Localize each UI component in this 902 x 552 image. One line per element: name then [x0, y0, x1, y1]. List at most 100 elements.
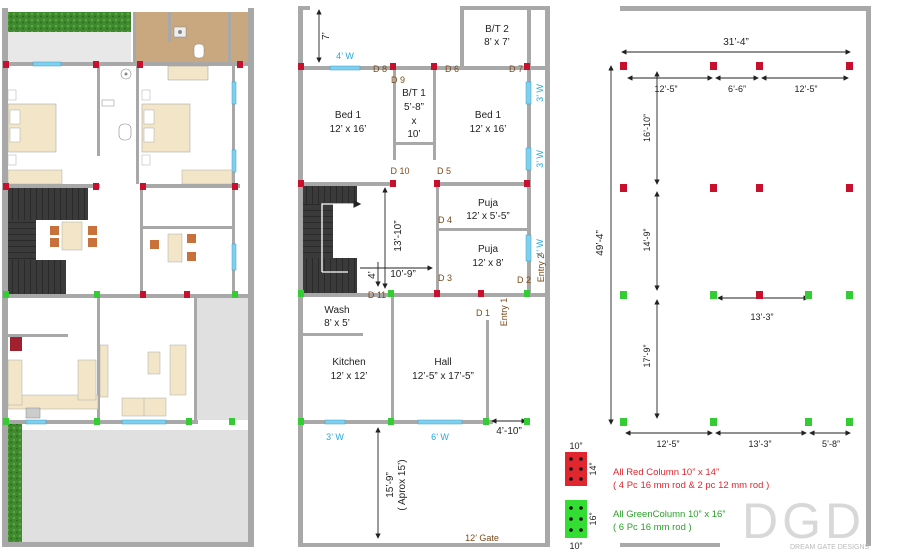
column-red	[846, 62, 853, 70]
dim-top-gap: 7’	[321, 32, 332, 40]
room-wash-size: 8’ x 5’	[324, 318, 350, 329]
room-bt1-size2: 10’	[407, 129, 420, 140]
room-bt1-name: B/T 1	[402, 88, 426, 99]
plan-furnished	[2, 8, 254, 547]
dim-vertical-2: 14’-9”	[642, 228, 652, 251]
watermark-letters: DGD	[742, 493, 865, 549]
dim-vertical-3: 17’-9”	[642, 344, 652, 367]
dim-entry-gap: 4’-10”	[496, 426, 522, 437]
door-d4: D 4	[438, 215, 452, 225]
column-green	[805, 418, 812, 426]
column-red	[620, 62, 627, 70]
column-green	[620, 418, 627, 426]
column-green	[805, 291, 812, 299]
room-bed-left-name: Bed 1	[335, 110, 362, 121]
room-bed-left-size: 12’ x 16’	[330, 124, 367, 135]
dim-vertical-1: 16’-10”	[642, 114, 652, 142]
legend-red-swatch	[565, 452, 587, 486]
dim-stair-vertical: 13’-10”	[393, 220, 404, 251]
lawn-top	[8, 12, 131, 32]
outer-wall-left	[2, 8, 8, 546]
column-green	[710, 418, 717, 426]
dim-bottom-c: 5’-8”	[822, 439, 840, 449]
dim-top-a: 12’-5”	[654, 84, 677, 94]
entry-2-label: Entry 2	[536, 254, 546, 283]
legend-green-line-1: All GreenColumn 10” x 16”	[613, 509, 725, 520]
column-red	[756, 291, 763, 299]
room-puja2-size: 12’ x 8’	[472, 258, 503, 269]
staircase	[8, 188, 88, 220]
bathroom-floor	[133, 12, 251, 62]
dim-bottom-b: 13’-3”	[748, 439, 771, 449]
room-bed-right-name: Bed 1	[475, 110, 502, 121]
room-puja1-name: Puja	[478, 198, 498, 209]
dim-total-width: 31’-4”	[723, 37, 749, 48]
column-red	[620, 184, 627, 192]
dim-stair-small: 4’	[367, 271, 378, 279]
room-bt1-x: x	[412, 116, 417, 127]
legend-green-depth: 16”	[588, 512, 598, 525]
room-puja2-name: Puja	[478, 244, 498, 255]
legend-green-line-2: ( 6 Pc 16 mm rod )	[613, 522, 692, 533]
dim-bottom-a: 12’-5”	[656, 439, 679, 449]
legend-red-depth: 14”	[588, 462, 598, 475]
front-yard	[22, 430, 248, 542]
gate-label: 12’ Gate	[465, 533, 499, 543]
window-bottom-mid-label: 6’ W	[431, 432, 449, 442]
column-green	[846, 418, 853, 426]
door-d8: D 8	[373, 64, 387, 74]
column-red	[756, 184, 763, 192]
door-d1: D 1	[476, 308, 490, 318]
column-plan: 31’-4” 12’-5” 6’-6” 12’-5” 49’-4” 16’-10…	[595, 6, 871, 547]
dim-top-b: 6’-6”	[728, 84, 746, 94]
column-red	[710, 62, 717, 70]
room-wash-name: Wash	[324, 305, 349, 316]
window-right3-label: 4’ W	[535, 239, 545, 257]
window-top-label: 4’ W	[336, 51, 354, 61]
room-hall-name: Hall	[434, 357, 451, 368]
column-green	[620, 291, 627, 299]
dim-middle: 13’-3”	[750, 312, 773, 322]
legend-red-line-2: ( 4 Pc 16 mm rod & 2 pc 12 mm rod )	[613, 480, 769, 491]
legend-red-line-1: All Red Column 10” x 14”	[613, 467, 719, 478]
outer-wall-right	[248, 8, 254, 546]
legend-green-width: 10”	[569, 541, 582, 551]
column-legend: 10” 14” All Red Column 10” x 14” ( 4 Pc …	[565, 441, 769, 551]
room-kitchen-size: 12’ x 12’	[331, 371, 368, 382]
door-d10: D 10	[390, 166, 409, 176]
room-kitchen-name: Kitchen	[332, 357, 365, 368]
column-green	[846, 291, 853, 299]
legend-green-swatch	[565, 500, 587, 538]
door-d9: D 9	[391, 75, 405, 85]
door-d11: D 11	[368, 290, 386, 300]
column-red	[756, 62, 763, 70]
watermark-text: DREAM GATE DESIGNS	[790, 544, 870, 551]
plan-labelled: B/T 2 8’ x 7’ Bed 1 12’ x 16’ B/T 1 5’-8…	[298, 6, 550, 547]
legend-red-width: 10”	[569, 441, 582, 451]
watermark-logo: DGD DREAM GATE DESIGNS	[742, 493, 870, 551]
window-right1-label: 3’ W	[535, 84, 545, 102]
column-green	[710, 291, 717, 299]
door-d2: D 2	[517, 275, 531, 285]
room-bt2-size: 8’ x 7’	[484, 37, 510, 48]
room-hall-size: 12’-5” x 17’-5”	[412, 371, 474, 382]
door-d7: D 7	[509, 64, 523, 74]
dim-front-note: ( Aprox 15’)	[397, 459, 408, 510]
room-bt2-name: B/T 2	[485, 24, 509, 35]
dim-stair-horizontal: 10’-9”	[390, 269, 416, 280]
door-d5: D 5	[437, 166, 451, 176]
column-red	[710, 184, 717, 192]
stair-up-label: UP	[365, 201, 379, 212]
bed-right	[141, 103, 191, 153]
dim-total-height: 49’-4”	[595, 230, 606, 256]
door-d3: D 3	[438, 273, 452, 283]
column-red	[846, 184, 853, 192]
lawn-side	[8, 420, 22, 542]
dim-top-c: 12’-5”	[794, 84, 817, 94]
entry-1-label: Entry 1	[499, 298, 509, 327]
room-puja1-size: 12’ x 5’-5”	[466, 211, 510, 222]
dim-front: 15’-9”	[385, 472, 396, 498]
door-d6: D 6	[445, 64, 459, 74]
room-bed-right-size: 12’ x 16’	[470, 124, 507, 135]
